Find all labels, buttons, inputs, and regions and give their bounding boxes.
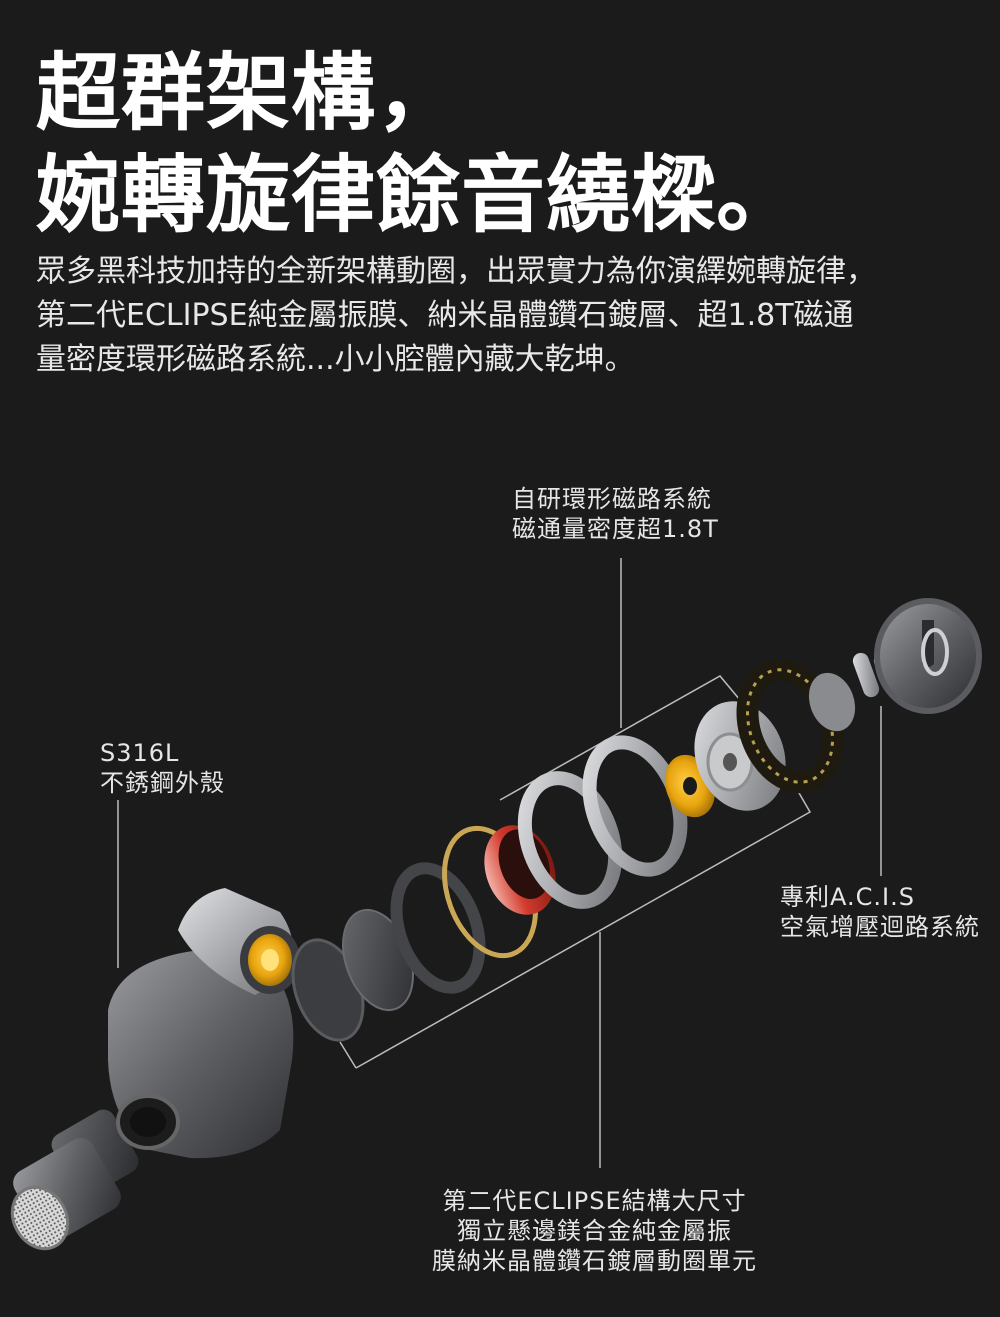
callout-magnet-line-1: 自研環形磁路系統	[512, 485, 712, 513]
acoustic-disc	[808, 672, 856, 732]
callout-shell: S316L 不銹鋼外殼	[100, 738, 225, 798]
headline-line-1: 超群架構，	[36, 44, 462, 142]
magnet-ring-1	[517, 771, 623, 909]
callout-acis-line-2: 空氣增壓迴路系統	[780, 913, 980, 941]
intro-line-2: 第二代ECLIPSE純金屬振膜、納米晶體鑽石鍍層、超1.8T磁通	[36, 298, 854, 333]
intro-line-3: 量密度環形磁路系統...小小腔體內藏大乾坤。	[36, 342, 635, 377]
intro-paragraph: 眾多黑科技加持的全新架構動圈，出眾實力為你演繹婉轉旋律， 第二代ECLIPSE純…	[36, 250, 976, 382]
callout-magnet-system: 自研環形磁路系統 磁通量密度超1.8T	[512, 484, 719, 544]
callout-driver: 第二代ECLIPSE結構大尺寸 獨立懸邊鎂合金純金屬振 膜納米晶體鑽石鍍層動圈單…	[432, 1186, 757, 1276]
callout-shell-line-2: 不銹鋼外殼	[100, 769, 225, 797]
callout-acis: 專利A.C.I.S 空氣增壓迴路系統	[780, 882, 980, 942]
callout-driver-line-1: 第二代ECLIPSE結構大尺寸	[442, 1187, 747, 1215]
nozzle-part	[10, 1109, 139, 1251]
intro-line-1: 眾多黑科技加持的全新架構動圈，出眾實力為你演繹婉轉旋律，	[36, 254, 876, 289]
shell-housing	[108, 888, 300, 1159]
damping-ring	[390, 862, 486, 994]
acis-capsule	[852, 652, 880, 698]
magnet-cup	[694, 701, 786, 811]
callout-acis-line-1: 專利A.C.I.S	[780, 883, 915, 911]
back-cover	[874, 598, 982, 714]
callout-driver-line-3: 膜納米晶體鑽石鍍層動圈單元	[432, 1247, 757, 1275]
callout-leader-lines	[117, 558, 882, 1168]
callout-shell-line-1: S316L	[100, 739, 180, 767]
headline: 超群架構， 婉轉旋律餘音繞樑。	[36, 42, 801, 246]
callout-driver-line-2: 獨立懸邊鎂合金純金屬振	[457, 1217, 732, 1245]
headline-line-2: 婉轉旋律餘音繞樑。	[36, 146, 802, 244]
callout-magnet-line-2: 磁通量密度超1.8T	[512, 515, 719, 543]
